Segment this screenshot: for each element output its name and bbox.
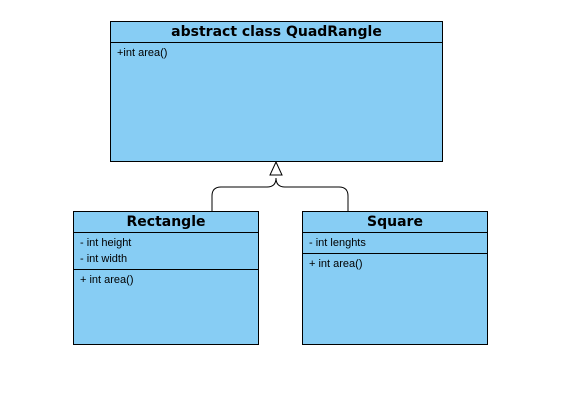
class-square-attribute-lenghts: - int lenghts — [309, 237, 366, 249]
class-quadrangle-methods: +int area() — [111, 43, 442, 63]
class-square-title: Square — [303, 212, 487, 233]
class-quadrangle[interactable]: abstract class QuadRangle +int area() — [110, 21, 443, 162]
class-rectangle-attributes: - int height - int width — [74, 233, 258, 270]
square-to-quadrangle-connector — [275, 177, 349, 211]
class-square-method-area: + int area() — [309, 258, 363, 270]
class-rectangle-methods: + int area() — [74, 270, 258, 290]
class-square[interactable]: Square - int lenghts + int area() — [302, 211, 488, 345]
class-rectangle-method-area: + int area() — [80, 274, 134, 286]
class-rectangle-attribute-height: - int height — [80, 237, 132, 249]
class-square-methods: + int area() — [303, 254, 487, 274]
class-rectangle[interactable]: Rectangle - int height - int width + int… — [73, 211, 259, 345]
class-quadrangle-method-area: +int area() — [117, 47, 168, 59]
class-rectangle-attribute-width: - int width — [80, 253, 128, 265]
rectangle-to-quadrangle-connector — [211, 177, 277, 211]
class-quadrangle-title: abstract class QuadRangle — [111, 22, 442, 43]
class-rectangle-title: Rectangle — [74, 212, 258, 233]
generalization-arrowhead — [269, 160, 283, 176]
class-square-attributes: - int lenghts — [303, 233, 487, 254]
